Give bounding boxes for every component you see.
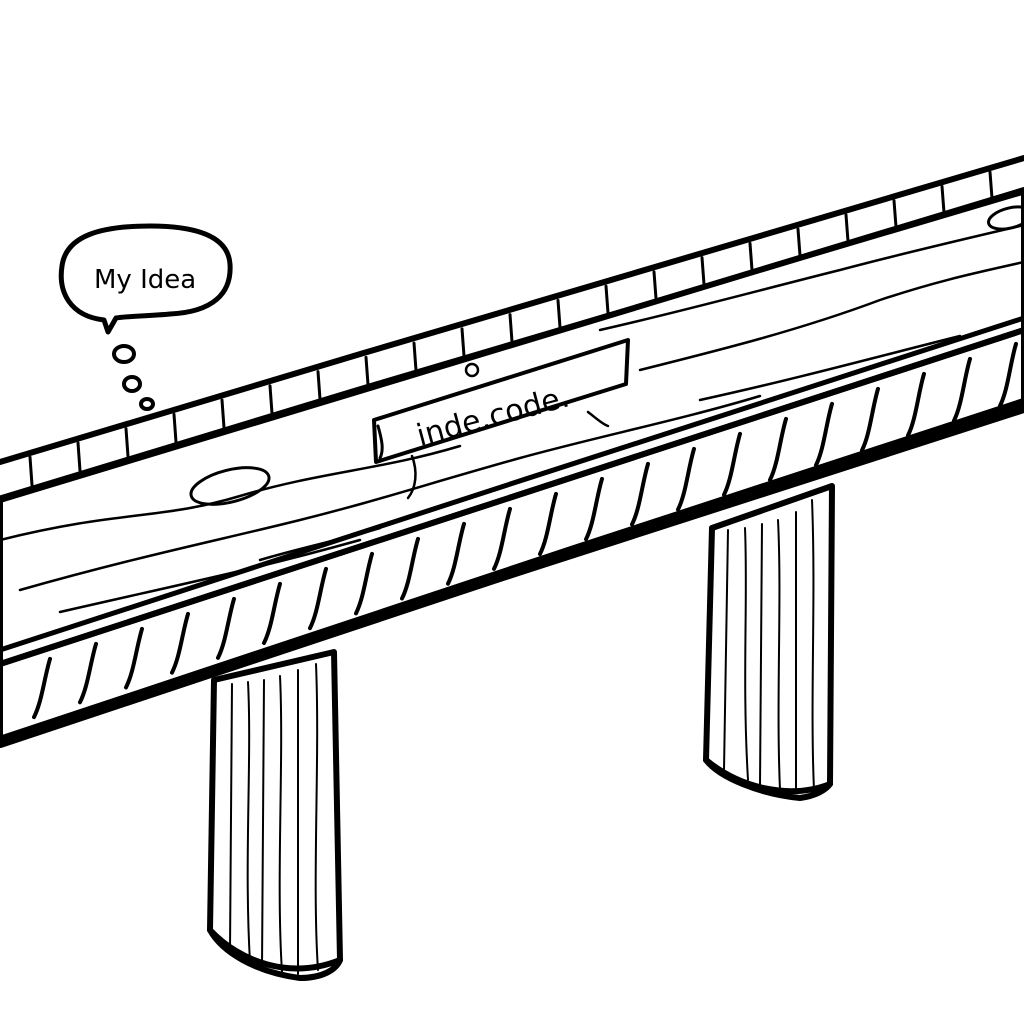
fascia-hatch-stroke	[998, 341, 1018, 408]
fascia-hatch-stroke	[814, 401, 834, 468]
thought-bubble-text: My Idea	[94, 265, 196, 295]
fascia-hatch-stroke	[124, 626, 144, 690]
fascia-hatch-stroke	[78, 641, 98, 705]
railing-tick	[508, 313, 514, 344]
railing-tick	[844, 213, 850, 243]
railing-tick	[316, 370, 322, 401]
thought-dot-large	[112, 344, 136, 364]
fascia-hatch-stroke	[584, 476, 604, 542]
railing-tick	[124, 427, 130, 458]
fascia-hatch-stroke	[170, 611, 190, 675]
fascia-hatch-stroke	[860, 386, 880, 453]
railing-tick	[268, 384, 274, 415]
fascia-hatch-stroke	[492, 506, 512, 571]
railing-tick	[892, 199, 898, 229]
fascia-hatch-stroke	[722, 431, 742, 497]
fascia-hatch-stroke	[308, 566, 328, 631]
thought-bubble: My Idea	[58, 223, 233, 411]
railing-tick	[748, 241, 754, 272]
fascia-hatch-stroke	[216, 596, 236, 660]
fascia-hatching	[32, 341, 1018, 720]
railing-tick	[796, 227, 802, 258]
fascia-hatch-stroke	[32, 656, 52, 720]
rear-support-post	[703, 483, 835, 801]
railing-tick	[940, 184, 946, 215]
railing-tick	[28, 455, 34, 487]
railing-tick	[700, 256, 706, 286]
railing-ticks	[28, 170, 994, 487]
fascia-hatch-stroke	[446, 521, 466, 586]
railing-tick	[364, 355, 370, 387]
front-support-post	[207, 649, 343, 981]
railing-tick	[988, 170, 994, 200]
railing-tick	[652, 270, 658, 301]
railing-tick	[460, 327, 466, 358]
sign-text: inde.code.	[413, 379, 573, 453]
fascia-hatch-stroke	[768, 416, 788, 482]
fascia-hatch-stroke	[952, 356, 972, 423]
railing-tick	[412, 341, 418, 372]
fascia-hatch-stroke	[538, 491, 558, 557]
railing-tick	[76, 441, 82, 473]
fascia-hatch-stroke	[262, 581, 282, 645]
fascia-hatch-stroke	[906, 371, 926, 438]
deck-railing	[0, 155, 1024, 501]
fascia-hatch-stroke	[400, 536, 420, 601]
railing-tick	[220, 398, 226, 430]
railing-tick	[604, 284, 610, 315]
thought-dot-medium	[122, 375, 142, 393]
deck-fascia	[0, 327, 1024, 748]
fascia-hatch-stroke	[676, 446, 696, 512]
railing-tick	[172, 412, 178, 444]
fascia-hatch-stroke	[630, 461, 650, 527]
railing-tick	[556, 298, 562, 329]
fascia-hatch-stroke	[354, 551, 374, 616]
thought-dot-small	[139, 397, 155, 411]
